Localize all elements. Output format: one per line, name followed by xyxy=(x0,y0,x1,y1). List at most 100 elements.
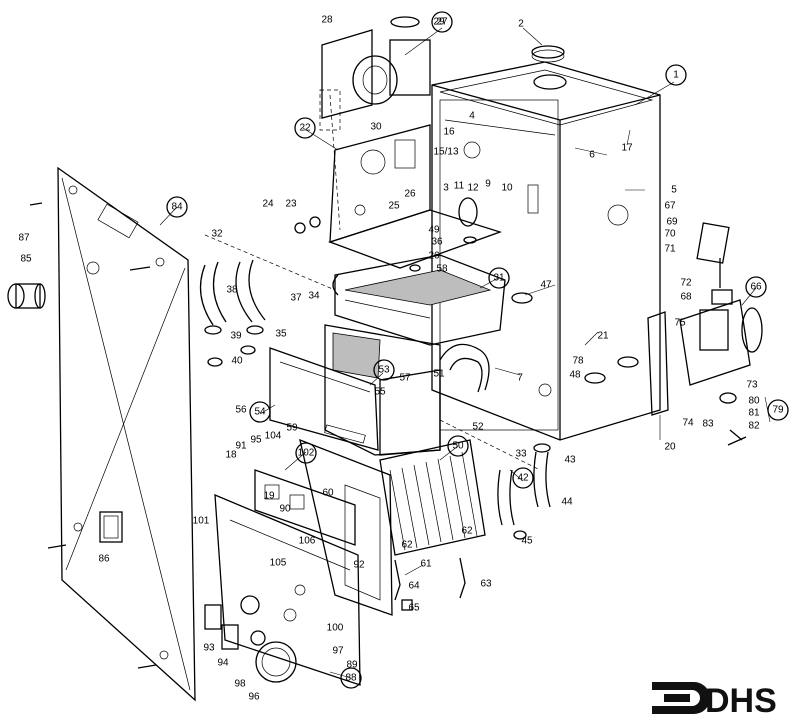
label-74: 74 xyxy=(682,418,694,429)
label-28: 28 xyxy=(321,15,333,26)
label-94: 94 xyxy=(217,658,229,669)
main-casing xyxy=(431,61,661,441)
label-88: 88 xyxy=(345,673,357,684)
label-65: 65 xyxy=(408,603,420,614)
label-30: 30 xyxy=(370,122,382,133)
label-37: 37 xyxy=(290,293,302,304)
label-3: 3 xyxy=(443,183,449,194)
label-61: 61 xyxy=(420,559,432,570)
label-20: 20 xyxy=(664,442,676,453)
label-105: 105 xyxy=(270,558,287,569)
front-cover-panel xyxy=(57,166,196,702)
label-78: 78 xyxy=(572,356,584,367)
label-91: 91 xyxy=(235,441,247,452)
burner-frame xyxy=(299,438,393,616)
label-82: 82 xyxy=(748,421,760,432)
dashed-guides xyxy=(204,94,541,471)
label-24: 24 xyxy=(262,199,274,210)
label-circles xyxy=(166,11,789,689)
heat-exchanger xyxy=(332,254,506,346)
label-52: 52 xyxy=(472,422,484,433)
label-40: 40 xyxy=(231,356,243,367)
label-6: 6 xyxy=(589,150,595,161)
flue-collar xyxy=(531,45,565,59)
label-96: 96 xyxy=(248,692,260,703)
label-49: 49 xyxy=(428,225,440,236)
label-17: 17 xyxy=(621,143,633,154)
label-89: 89 xyxy=(346,660,358,671)
label-66: 66 xyxy=(750,282,762,293)
label-16: 16 xyxy=(443,127,455,138)
leader-lines xyxy=(159,27,771,679)
label-12: 12 xyxy=(467,183,479,194)
label-31: 31 xyxy=(493,273,505,284)
label-26b: 26 xyxy=(428,251,440,262)
label-33: 33 xyxy=(515,449,527,460)
label-106: 106 xyxy=(299,536,316,547)
label-87: 87 xyxy=(18,233,30,244)
label-38: 38 xyxy=(226,285,238,296)
pipes-left xyxy=(199,259,266,335)
sight-glass-plug xyxy=(7,283,46,309)
label-5: 5 xyxy=(671,185,677,196)
label-63: 63 xyxy=(480,579,492,590)
label-47: 47 xyxy=(540,280,552,291)
label-21: 21 xyxy=(597,331,609,342)
label-60: 60 xyxy=(322,488,334,499)
label-95: 95 xyxy=(250,435,262,446)
label-43: 43 xyxy=(564,455,576,466)
label-19: 19 xyxy=(263,491,275,502)
label-73: 73 xyxy=(746,380,758,391)
label-11: 11 xyxy=(454,181,465,192)
label-53: 53 xyxy=(378,365,390,376)
label-90: 90 xyxy=(279,504,291,515)
label-59: 59 xyxy=(286,423,298,434)
pipes-right xyxy=(497,443,551,526)
fan-assembly xyxy=(319,16,431,131)
label-92: 92 xyxy=(353,560,365,571)
gas-valve xyxy=(679,222,763,386)
label-22: 22 xyxy=(299,123,311,134)
label-84: 84 xyxy=(171,202,183,213)
part-labels: 1 2 3 4 5 6 7 9 10 11 12 15/13 16 17 18 … xyxy=(18,15,784,703)
label-93: 93 xyxy=(203,643,215,654)
label-9: 9 xyxy=(485,179,491,190)
label-10: 10 xyxy=(501,183,513,194)
label-62: 62 xyxy=(401,540,413,551)
small-fittings xyxy=(207,197,747,540)
label-50: 50 xyxy=(452,441,464,452)
label-34: 34 xyxy=(308,291,320,302)
label-69: 69 xyxy=(666,217,678,228)
pcb-board xyxy=(254,469,356,546)
label-35: 35 xyxy=(275,329,287,340)
label-86: 86 xyxy=(98,554,110,565)
label-27: 27 xyxy=(436,17,448,28)
label-54: 54 xyxy=(254,407,266,418)
label-64: 64 xyxy=(408,581,420,592)
label-80: 80 xyxy=(748,396,760,407)
label-75: 75 xyxy=(674,318,686,329)
label-57: 57 xyxy=(399,373,411,384)
label-51: 51 xyxy=(433,369,445,380)
label-26: 26 xyxy=(404,189,416,200)
dhs-logo: DHS xyxy=(652,682,777,720)
label-36: 36 xyxy=(431,237,443,248)
flue-collar-rim xyxy=(531,49,565,63)
valve-bracket xyxy=(647,311,669,416)
electrodes xyxy=(394,557,466,611)
cover-screws xyxy=(29,202,157,669)
label-2: 2 xyxy=(518,19,524,30)
label-29: 29 xyxy=(433,17,445,28)
label-71: 71 xyxy=(664,244,676,255)
label-83: 83 xyxy=(702,419,714,430)
label-1: 1 xyxy=(673,70,679,81)
label-85: 85 xyxy=(20,254,32,265)
label-72: 72 xyxy=(680,278,692,289)
side-panel xyxy=(269,347,379,451)
label-39: 39 xyxy=(230,331,242,342)
label-97: 97 xyxy=(332,646,344,657)
logo-text: DHS xyxy=(705,682,777,720)
label-67: 67 xyxy=(664,201,676,212)
label-44: 44 xyxy=(561,497,573,508)
